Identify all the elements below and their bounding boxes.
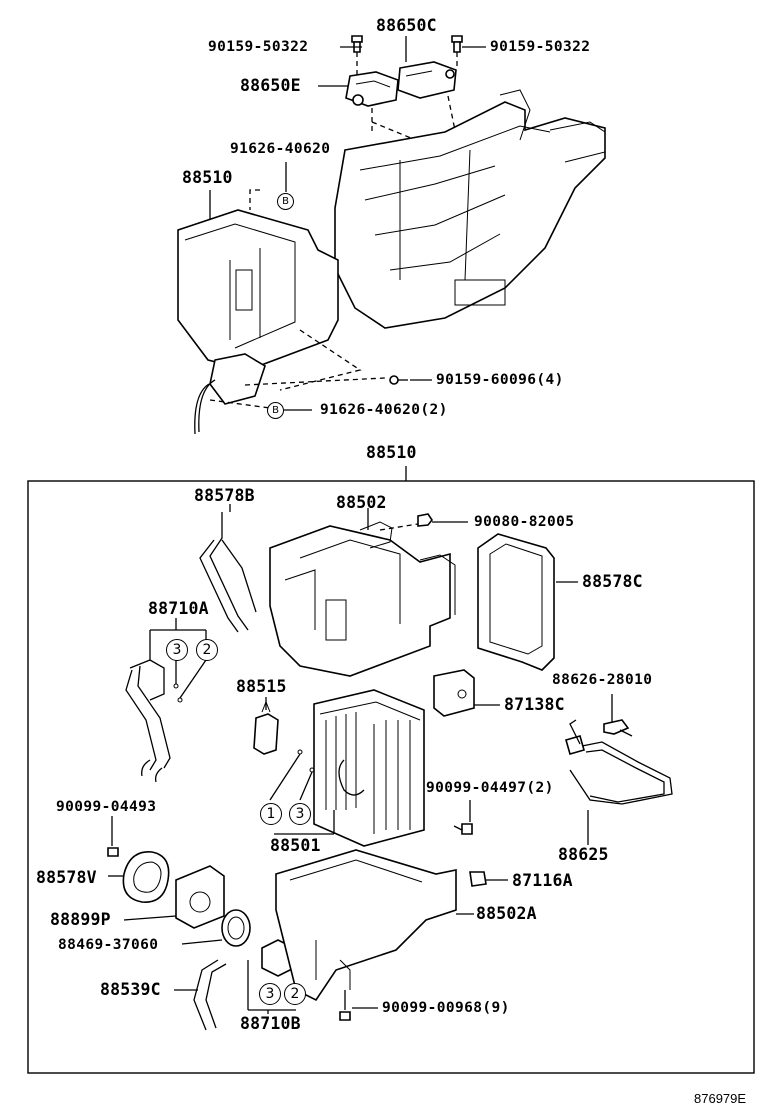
- screw-90099-04497: [453, 823, 473, 835]
- clip-90080-82005: [417, 513, 433, 527]
- label-88469-37060: 88469-37060: [58, 937, 159, 953]
- marker-2-88710b: 2: [284, 983, 306, 1005]
- label-88510-assembly: 88510: [366, 443, 417, 462]
- label-88502: 88502: [336, 493, 387, 512]
- seal-88578v: [122, 851, 170, 903]
- marker-3-88710b: 3: [259, 983, 281, 1005]
- label-88539c: 88539C: [100, 980, 161, 999]
- bolt-left: [351, 35, 363, 53]
- label-88710a: 88710A: [148, 599, 209, 618]
- screw-90099-04493: [107, 847, 119, 857]
- label-88650e: 88650E: [240, 76, 301, 95]
- harness-88626-28010: [603, 719, 633, 737]
- pipe-88710a: [125, 659, 171, 783]
- ring-88469-37060: [221, 909, 251, 947]
- marker-3-88501: 3: [289, 803, 311, 825]
- screw-90099-00968: [339, 990, 351, 1021]
- label-91626-40620-2: 91626-40620(2): [320, 402, 448, 418]
- marker-2-88710a: 2: [196, 639, 218, 661]
- label-87138c: 87138C: [504, 695, 565, 714]
- clip-87116a: [469, 871, 487, 887]
- label-90159-50322-left: 90159-50322: [208, 39, 309, 55]
- filter-frame-88578c: [477, 533, 555, 671]
- tube-88578b: [199, 512, 257, 633]
- diagram-code: 876979E: [694, 1091, 747, 1106]
- hose-88539c: [193, 959, 227, 1031]
- harness-88625: [565, 719, 673, 805]
- label-88578b: 88578B: [194, 486, 255, 505]
- bolt-90159-60096: [389, 375, 408, 385]
- label-88515: 88515: [236, 677, 287, 696]
- label-88626-28010: 88626-28010: [552, 672, 653, 688]
- servo-motor-88650c: [397, 61, 457, 99]
- label-88502a: 88502A: [476, 904, 537, 923]
- evaporator-88501: [313, 689, 425, 847]
- label-90159-50322-right: 90159-50322: [490, 39, 591, 55]
- label-88710b: 88710B: [240, 1014, 301, 1033]
- air-conditioning-unit-housing: [334, 89, 606, 329]
- assembly-frame: [27, 480, 755, 1074]
- case-88502a: [275, 849, 457, 1002]
- case-88502: [269, 521, 456, 677]
- marker-1-88501: 1: [260, 803, 282, 825]
- cooling-unit-88510: [177, 209, 339, 435]
- label-90159-60096: 90159-60096(4): [436, 372, 564, 388]
- servo-motor-88650e: [345, 71, 399, 107]
- label-90099-00968: 90099-00968(9): [382, 1000, 510, 1016]
- label-88578v: 88578V: [36, 868, 97, 887]
- label-88899p: 88899P: [50, 910, 111, 929]
- label-90099-04497: 90099-04497(2): [426, 780, 554, 796]
- sensor-87138c: [433, 669, 475, 717]
- marker-3-88710a: 3: [166, 639, 188, 661]
- label-88578c: 88578C: [582, 572, 643, 591]
- label-90080-82005: 90080-82005: [474, 514, 575, 530]
- label-87116a: 87116A: [512, 871, 573, 890]
- label-90099-04493: 90099-04493: [56, 799, 157, 815]
- label-88501: 88501: [270, 836, 321, 855]
- label-88510-upper: 88510: [182, 168, 233, 187]
- plate-88899p: [175, 865, 225, 929]
- label-88625: 88625: [558, 845, 609, 864]
- label-91626-40620: 91626-40620: [230, 141, 331, 157]
- marker-b-lower: B: [267, 402, 284, 419]
- bolt-right: [451, 35, 463, 53]
- label-88650c: 88650C: [376, 16, 437, 35]
- marker-b-upper: B: [277, 193, 294, 210]
